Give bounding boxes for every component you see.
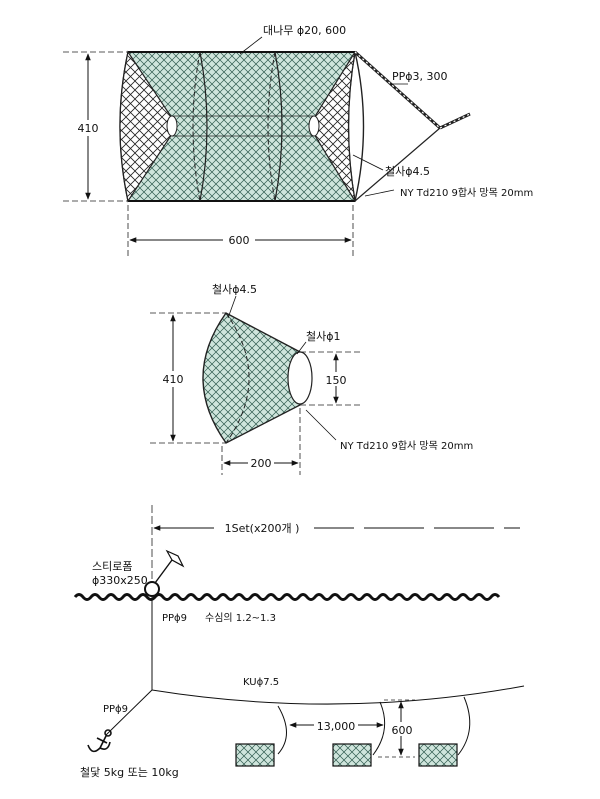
funnel-outer-dim-label: 410 [163,373,184,386]
trap-view: 410 600 [63,24,533,258]
trap-box-3 [418,743,458,767]
pp-rope-label: PPϕ3, 300 [392,70,448,83]
spacing-label: 13,000 [317,720,356,733]
depth-label: 수심의 1.2~1.3 [205,612,276,624]
funnel-net-label: NY Td210 9합사 망목 20mm [340,440,473,452]
funnel-net-cone [202,312,301,444]
funnel-view: 410 150 200 철사ϕ4.5 철사ϕ1 NY Td210 9합사 망목 … [150,283,473,475]
net-spec-label: NY Td210 9합사 망목 20mm [400,187,533,199]
funnel-steel-outer-label: 철사ϕ4.5 [212,283,257,296]
anchor-label: 철닻 5kg 또는 10kg [80,766,179,779]
float-buoy [144,581,160,597]
trap-left-funnel [119,50,173,203]
funnel-steel-inner-label: 철사ϕ1 [306,330,341,343]
flag-pole [154,559,173,584]
trap-height-label: 410 [78,122,99,135]
trap-box-1 [235,743,275,767]
trap-box-2 [332,743,372,767]
main-line [151,685,525,705]
flag-icon [165,549,185,568]
branch-line-1 [277,705,287,755]
float-label-1: 스티로폼 [92,560,132,573]
float-label-2: ϕ330x250 [92,574,148,587]
anchor-icon [87,729,112,753]
funnel-inner-dim-label: 150 [326,374,347,387]
set-label: 1Set(x200개 ) [225,522,300,535]
branch-line-2 [372,701,386,756]
funnel-depth-dim-label: 200 [251,457,272,470]
pp-rope-bridle [354,50,471,202]
drop-label: 600 [392,724,413,737]
branch-line-3 [457,696,471,756]
ku-label: KUϕ7.5 [243,677,279,688]
funnel-inner-ring [287,351,313,405]
steel-wire-label: 철사ϕ4.5 [385,165,430,178]
pp9-bottom-label: PPϕ9 [103,704,128,715]
bamboo-label: 대나무 ϕ20, 600 [263,24,346,37]
sea-surface [73,593,501,601]
pp9-top-label: PPϕ9 [162,613,187,624]
anchor-line [105,689,153,736]
rig-view: 1Set(x200개 ) 스티로폼 ϕ330x250 PPϕ9 수심의 1.2~… [73,505,525,779]
trap-length-label: 600 [229,234,250,247]
